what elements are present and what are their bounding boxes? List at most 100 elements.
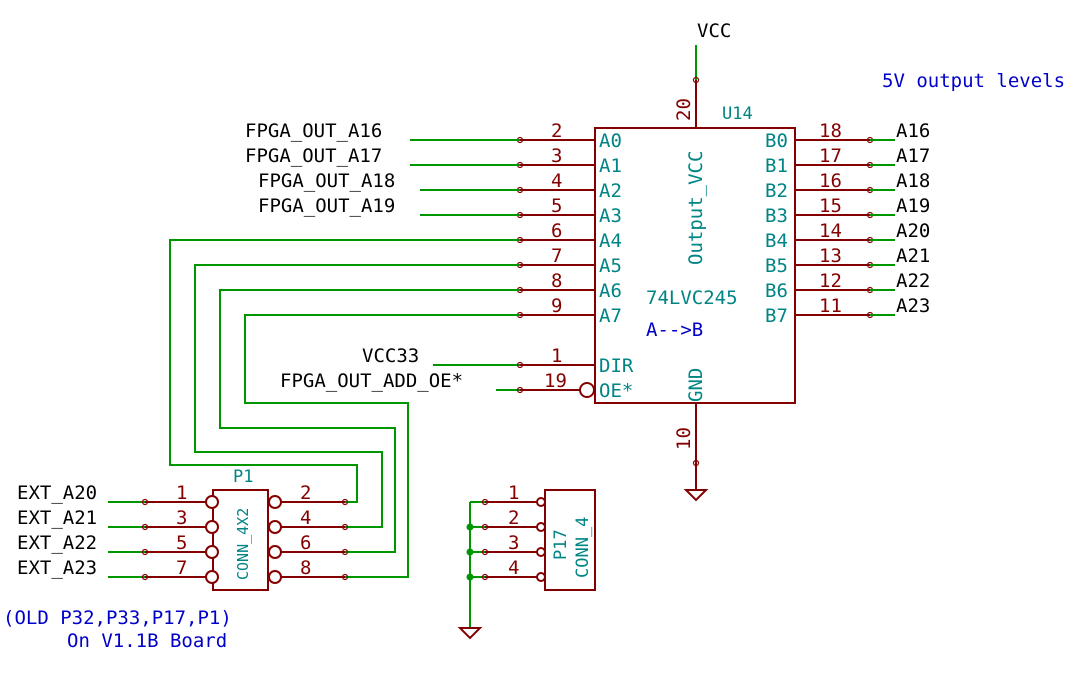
u14-pin-name: B1 [765,155,788,177]
u14-pin-name: B0 [765,130,788,152]
p17-body [544,489,596,591]
net-label: FPGA_OUT_A19 [258,195,395,217]
net-label: EXT_A21 [17,507,97,529]
p1-pin-num: 2 [300,482,311,504]
oe-pin-name: OE* [599,380,633,402]
p1-pin-4: 4 [268,507,349,534]
u14-pin-num: 14 [819,220,842,242]
u14-pin-num: 5 [551,195,562,217]
p17-ref: P17 [551,529,571,560]
p17-pins: 1 2 3 4 [466,482,546,582]
p17-pin-num: 3 [508,532,519,554]
u14-pin-name: B3 [765,205,788,227]
p1-pin-num: 8 [300,557,311,579]
net-label: A16 [896,120,930,142]
u14-ref: U14 [722,104,753,124]
u14-pin-num: 18 [819,120,842,142]
u14-pin-name: A6 [599,280,622,302]
p17-pin-2: 2 [466,507,546,532]
ground-symbol-p17 [457,627,483,640]
net-label: FPGA_OUT_A18 [258,170,395,192]
u14-gnd-pin-name: GND [685,368,707,402]
u14-pin-name: A4 [599,230,622,252]
dir-pin-num: 1 [551,345,562,367]
vcc-power-symbol: VCC [695,20,731,80]
output-levels-note: 5V output levels [882,70,1065,92]
u14-dir-pin: VCC33 1 DIR [362,345,634,377]
p1-pin-1: 1 EXT_A20 [17,482,219,509]
net-label: EXT_A22 [17,532,97,554]
net-label: A20 [896,220,930,242]
net-label: EXT_A20 [17,482,97,504]
wire-a4-p1-2 [169,239,520,503]
p1-pin-5: 5 EXT_A22 [17,532,219,559]
u14-pin-a5: 7 A5 [516,245,622,277]
p1-pin-num: 4 [300,507,311,529]
net-label: A19 [896,195,930,217]
p1-ref: P1 [233,467,253,487]
wire-a7-p1-8 [244,314,520,578]
ground-symbol-u14 [683,463,709,502]
u14-pin-name: A1 [599,155,622,177]
u14-pin-name: A0 [599,130,622,152]
u14-pin-num: 13 [819,245,842,267]
u14-pin-num: 11 [819,295,842,317]
u14-vcc-pin-name: Output_VCC [685,151,707,265]
u14-gnd-pin-num: 10 [673,427,695,450]
p1-pin-num: 5 [176,532,187,554]
u14-pin-name: B5 [765,255,788,277]
u14-pin-name: B7 [765,305,788,327]
p1-pin-num: 6 [300,532,311,554]
u14-pin-b0: 18 B0 A16 [765,120,930,152]
net-label: EXT_A23 [17,557,97,579]
p1-pin-num: 7 [176,557,187,579]
u14-pin-num: 3 [551,145,562,167]
board-version-note: On V1.1B Board [67,630,227,652]
oe-net-label: FPGA_OUT_ADD_OE* [280,370,463,392]
u14-pin-num: 7 [551,245,562,267]
direction-note: A-->B [646,319,703,341]
p1-right-pins: 2 4 6 8 [268,482,349,584]
p1-pin-2: 2 [268,482,349,509]
u14-pin-name: B4 [765,230,788,252]
u14-pin-b5: 13 B5 A21 [765,245,930,277]
p17-pin-num: 2 [508,507,519,529]
u14-pin-num: 17 [819,145,842,167]
u14-pin-num: 2 [551,120,562,142]
u14-pin-name: A5 [599,255,622,277]
net-label: A23 [896,295,930,317]
net-label: A17 [896,145,930,167]
p17-pin-3: 3 [466,532,546,557]
u14-pin-num: 16 [819,170,842,192]
p17-ground-wiring [457,502,483,640]
u14-pin-a7: 9 A7 [516,295,622,327]
u14-pin-num: 9 [551,295,562,317]
net-label: FPGA_OUT_A17 [245,145,382,167]
u14-vcc-pin-end [692,76,700,84]
p1-pin-7: 7 EXT_A23 [17,557,219,584]
u14-pin-num: 8 [551,270,562,292]
p17-component: P17 CONN_4 [544,489,596,591]
p1-pin-8: 8 [268,557,349,584]
u14-pin-name: A7 [599,305,622,327]
net-label: A21 [896,245,930,267]
p1-body [212,489,269,591]
p17-pin-num: 1 [508,482,519,504]
oe-pin-num: 19 [544,370,567,392]
p1-component: P1 CONN_4X2 [212,467,269,591]
p1-pin-num: 1 [176,482,187,504]
u14-pin-a1: 3 A1 FPGA_OUT_A17 [245,145,622,177]
u14-pin-num: 6 [551,220,562,242]
p17-pin-num: 4 [508,557,519,579]
u14-oe-pin: FPGA_OUT_ADD_OE* 19 OE* [280,370,633,402]
u14-pin-b4: 14 B4 A20 [765,220,930,252]
